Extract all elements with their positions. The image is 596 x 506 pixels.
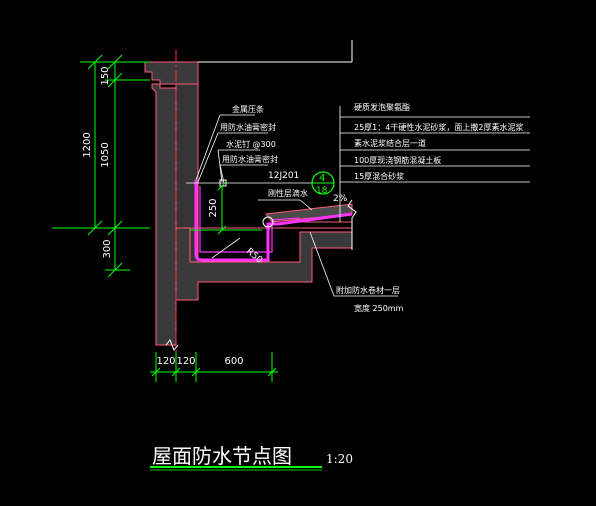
wall-body <box>151 83 177 346</box>
label-sealant-bottom: 用防水油膏密封 <box>222 154 278 164</box>
dim-120-right: 120 <box>176 356 195 367</box>
parapet-cap <box>144 61 199 85</box>
layer-title: 硬质发泡聚氨酯 <box>354 102 410 112</box>
slab-concrete <box>175 227 353 301</box>
radius-leader <box>211 237 241 259</box>
left-leaders <box>186 114 330 211</box>
label-parapet-drip: 刚性层滴水 <box>268 188 308 198</box>
label-slope: 2% <box>333 194 348 204</box>
dim-120-left: 120 <box>156 356 175 367</box>
dim-150: 150 <box>100 66 111 85</box>
roof-slab <box>165 199 357 351</box>
label-sealant-top: 用防水油膏密封 <box>220 122 276 132</box>
drip-edge-marker <box>262 216 274 228</box>
index-number-bottom: 18 <box>316 186 328 196</box>
parapet-wall <box>144 61 199 346</box>
waterproof-membrane <box>194 180 353 262</box>
break-mark-right <box>347 199 357 250</box>
index-number-top: 4 <box>319 173 325 184</box>
detail-index-symbol <box>311 171 335 195</box>
label-atlas-ref: 12J201 <box>268 171 299 181</box>
layer-2: 素水泥浆结合层一道 <box>354 138 426 148</box>
layer-3: 100厚现浇钢筋混凝土板 <box>354 155 441 165</box>
layer-4: 15厚混合砂浆 <box>354 171 404 181</box>
drawing-scale: 1:20 <box>326 452 353 466</box>
dim-600: 600 <box>224 356 243 367</box>
layer-1: 25厚1：4干硬性水泥砂浆，面上撒2厚素水泥浆 <box>354 122 523 132</box>
label-extra-membrane: 附加防水卷材一层 <box>336 285 400 295</box>
extra-membrane-leader <box>309 231 398 297</box>
drawing-title: 屋面防水节点图 <box>152 444 292 468</box>
label-metal-clamp: 金属压条 <box>232 104 264 114</box>
break-mark-bottom <box>165 339 179 351</box>
dim-250: 250 <box>208 198 219 217</box>
title-underline <box>150 466 322 471</box>
dim-1200: 1200 <box>82 132 93 157</box>
dim-1050: 1050 <box>100 142 111 167</box>
dimension-lines <box>52 54 278 382</box>
label-extra-width: 宽度 250mm <box>354 303 404 313</box>
layer-leaders <box>339 106 530 222</box>
dim-300: 300 <box>102 239 113 258</box>
label-nail: 水泥钉 @300 <box>226 139 276 149</box>
